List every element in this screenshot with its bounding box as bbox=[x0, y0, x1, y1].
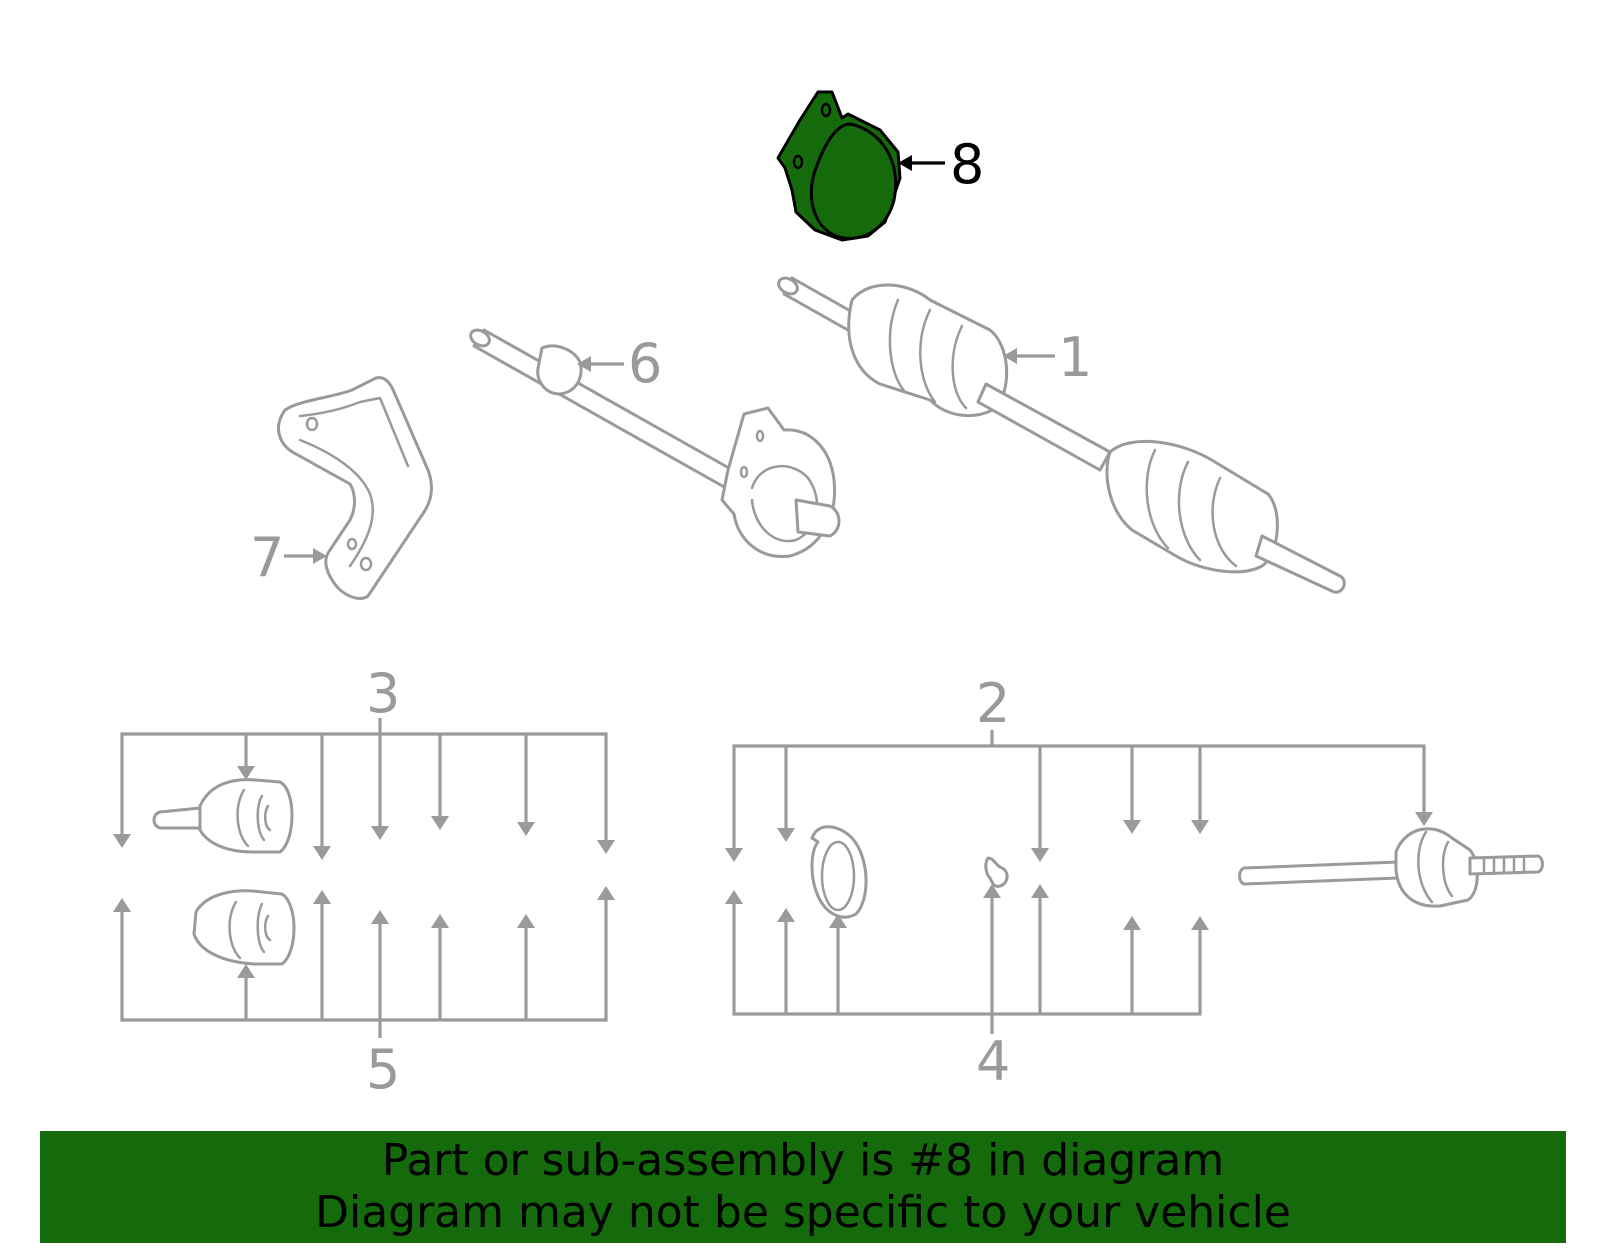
callout-3[interactable]: 3 bbox=[366, 662, 400, 725]
part-7-bracket[interactable] bbox=[277, 376, 433, 600]
leader-7 bbox=[284, 548, 327, 564]
info-banner: Part or sub-assembly is #8 in diagram Di… bbox=[40, 1131, 1566, 1243]
group-2-4-parts[interactable] bbox=[810, 825, 1544, 919]
leader-6 bbox=[577, 356, 624, 372]
callout-4[interactable]: 4 bbox=[976, 1030, 1010, 1093]
group-2-4-leaders bbox=[725, 730, 1433, 1034]
part-6-intermediate-shaft[interactable] bbox=[468, 327, 841, 558]
callout-6[interactable]: 6 bbox=[628, 332, 662, 395]
banner-line-1: Part or sub-assembly is #8 in diagram bbox=[381, 1135, 1225, 1186]
callout-5[interactable]: 5 bbox=[366, 1038, 400, 1101]
group-3-5-leaders bbox=[113, 718, 615, 1038]
callout-1[interactable]: 1 bbox=[1058, 326, 1092, 389]
callout-2[interactable]: 2 bbox=[976, 672, 1010, 735]
group-3-5-parts[interactable] bbox=[152, 778, 296, 966]
leader-8 bbox=[898, 155, 945, 171]
banner-line-2: Diagram may not be specific to your vehi… bbox=[315, 1187, 1291, 1238]
leader-1 bbox=[1003, 348, 1055, 364]
part-8-center-bearing[interactable] bbox=[776, 90, 902, 242]
callout-7[interactable]: 7 bbox=[250, 526, 284, 589]
part-1-axle-assembly[interactable] bbox=[776, 275, 1346, 594]
callout-8[interactable]: 8 bbox=[950, 133, 984, 196]
